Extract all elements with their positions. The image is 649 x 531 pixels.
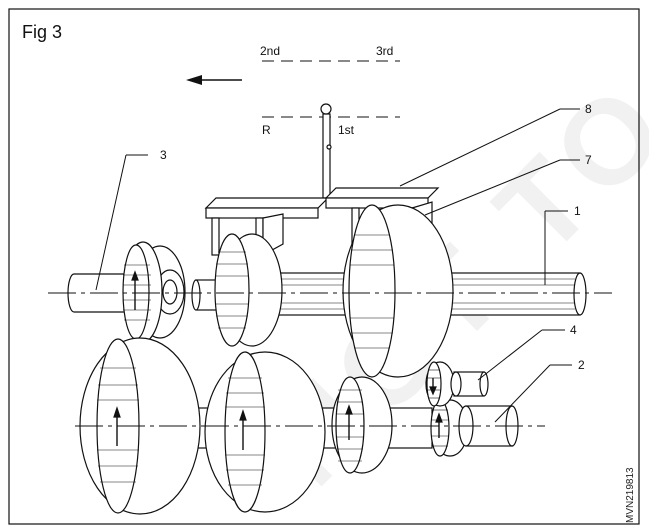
- figure-title: Fig 3: [22, 22, 62, 42]
- callout-8: 8: [585, 102, 592, 116]
- callout-1: 1: [574, 204, 581, 218]
- direction-arrow: [186, 75, 242, 85]
- label-1st: 1st: [338, 123, 355, 137]
- gear-sliding-rear: [214, 233, 283, 347]
- gear-clutch: [122, 241, 186, 343]
- gear-sliding-front: [342, 204, 454, 378]
- callout-3: 3: [160, 148, 167, 162]
- callout-7: 7: [585, 153, 592, 167]
- lay-gear-3: [331, 376, 393, 474]
- label-reverse: R: [262, 123, 271, 137]
- image-code: MVN219813: [625, 467, 636, 523]
- gear-lever: [320, 103, 332, 199]
- label-2nd: 2nd: [260, 44, 280, 58]
- leader-lines: [95, 108, 580, 423]
- shift-gate: [262, 60, 400, 118]
- callout-2: 2: [578, 358, 585, 372]
- figure-frame: [8, 8, 640, 525]
- callout-4: 4: [570, 323, 577, 337]
- label-3rd: 3rd: [376, 44, 393, 58]
- lay-gear-2: [204, 351, 326, 513]
- reverse-idler: [425, 361, 489, 407]
